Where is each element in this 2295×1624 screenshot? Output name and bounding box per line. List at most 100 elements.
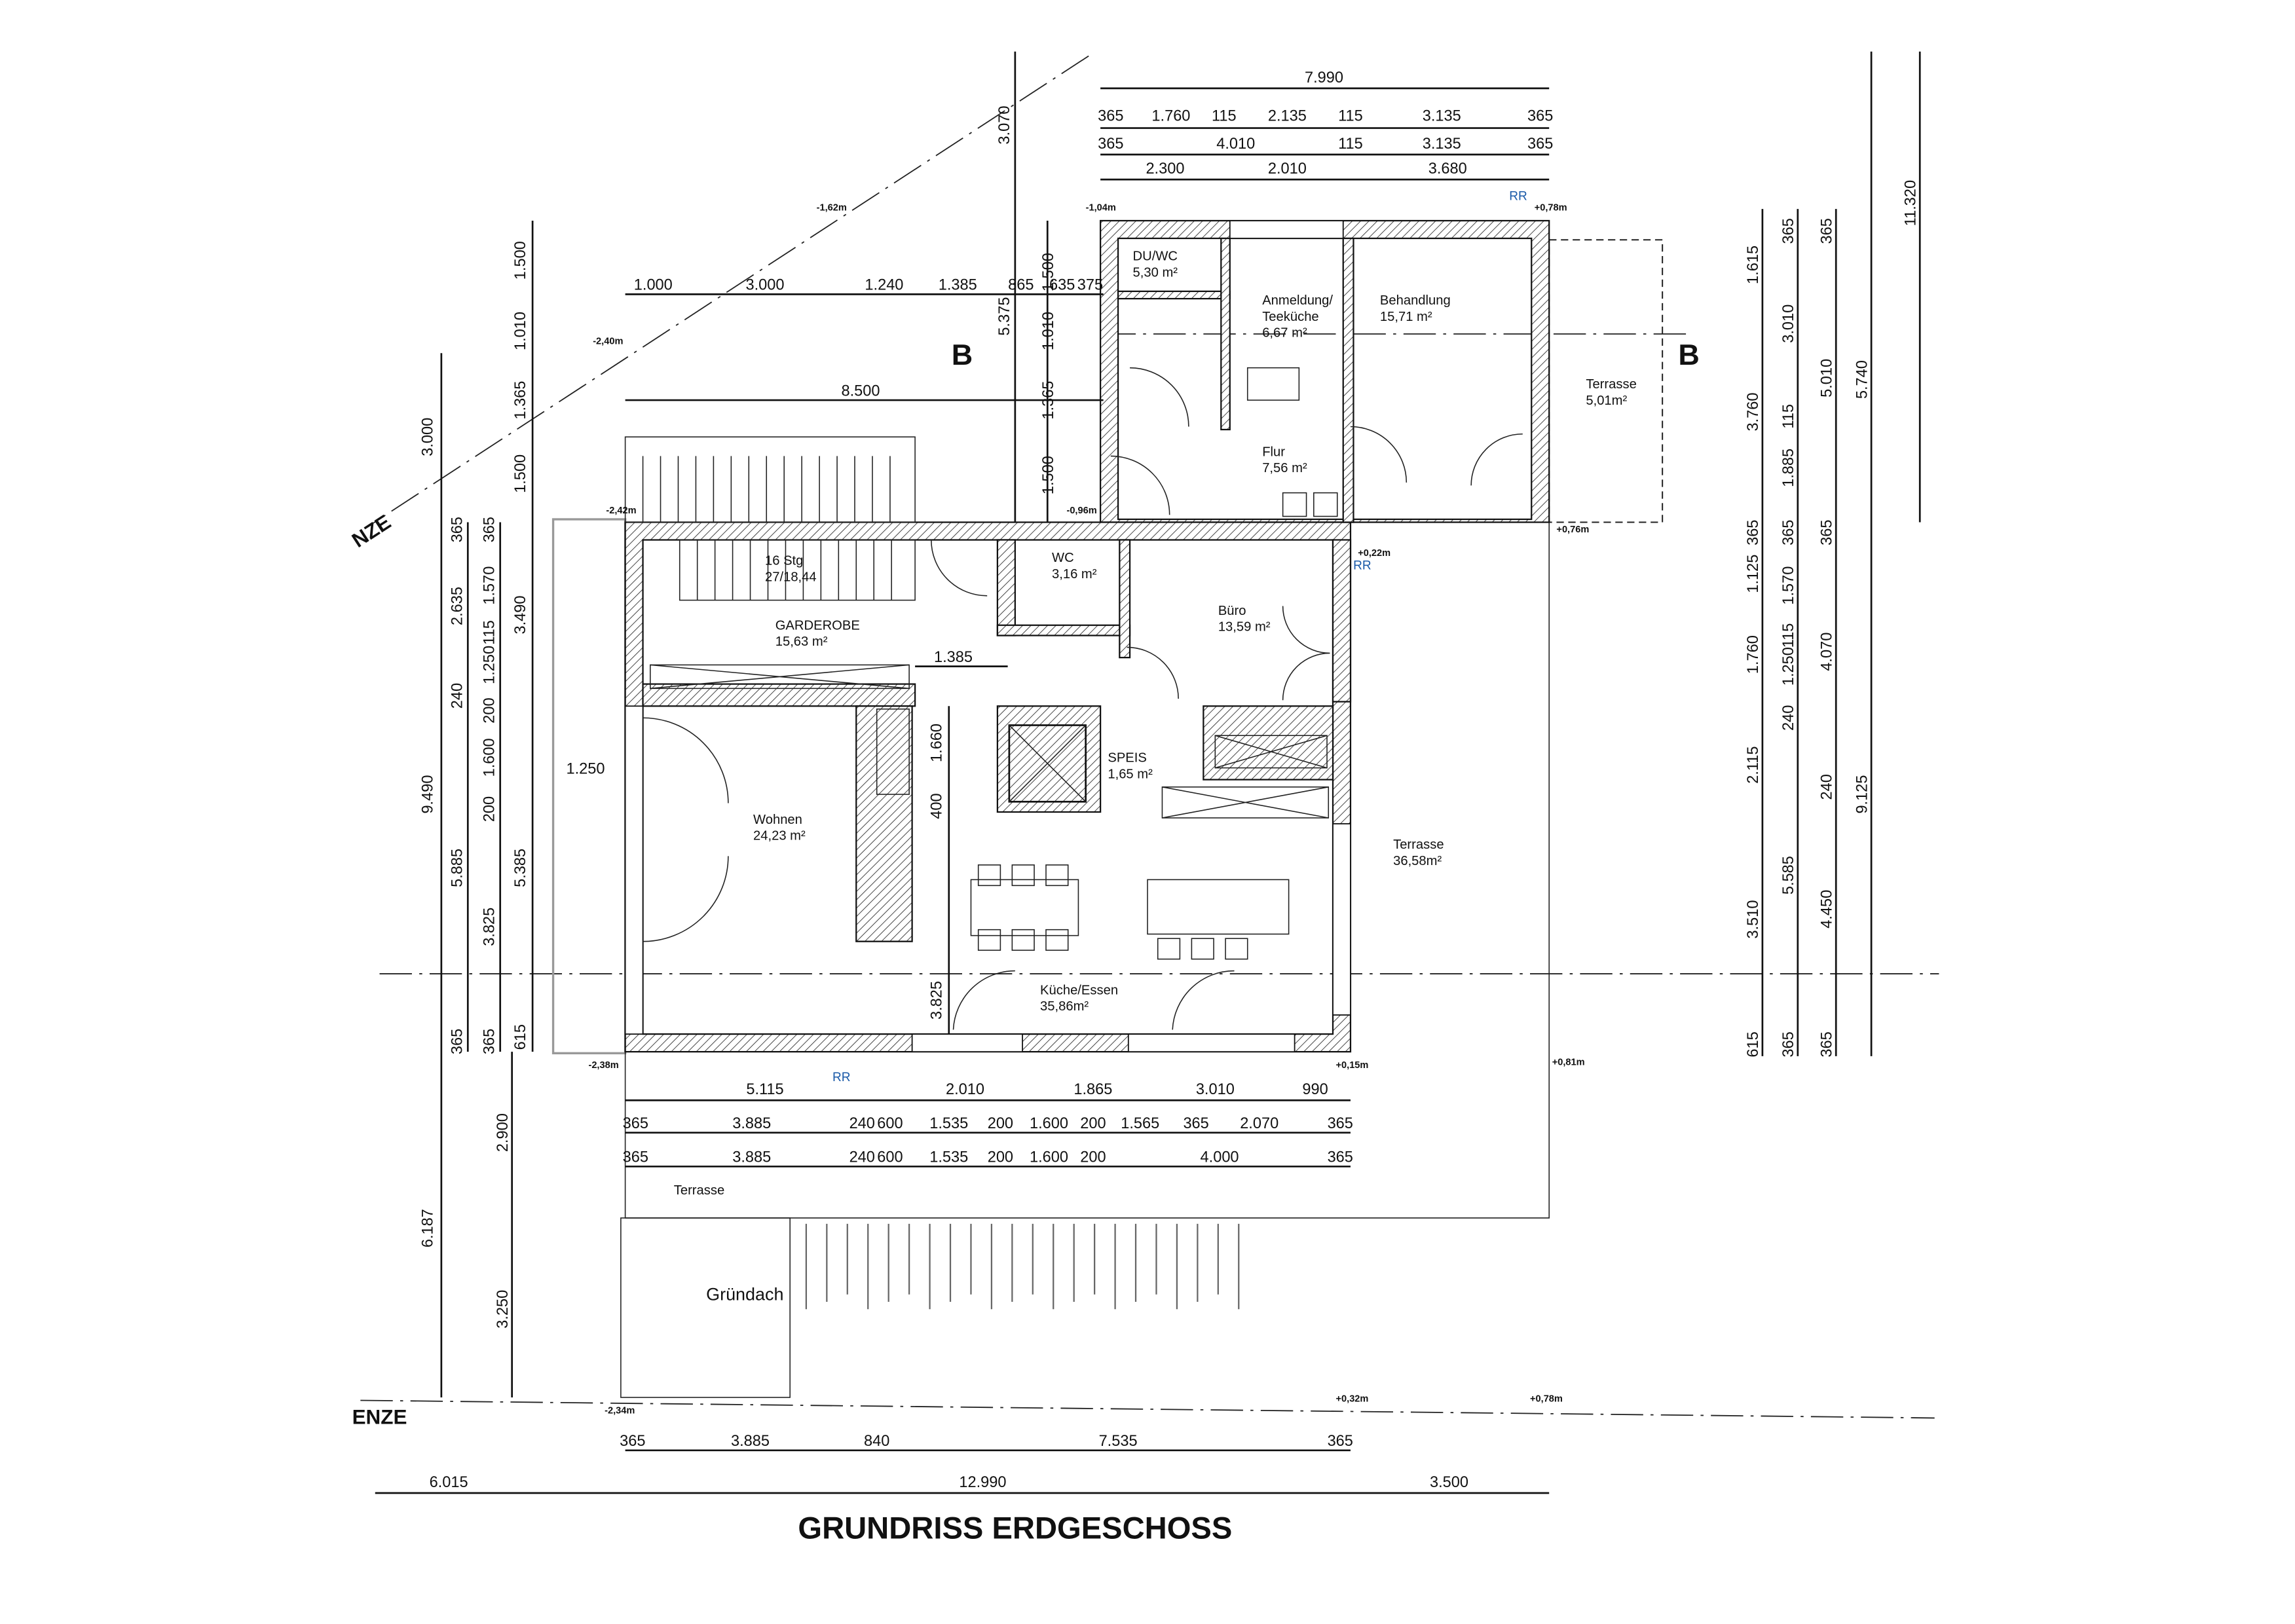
chair [1045,929,1069,951]
dimension-label: 5.585 [1780,856,1797,895]
dimension-label: 365 [623,1149,648,1166]
furniture [650,367,1338,960]
dimension-label: 1.250 [566,760,605,777]
dimension-label: 1.570 [481,566,498,605]
dimension-label: 1.250 [1780,647,1797,686]
dimension-label: 6.187 [419,1209,436,1247]
room-name: Terrasse [674,1183,724,1198]
rr-marker: RR [1353,559,1371,572]
dimension-label: 365 [1780,218,1797,244]
dimension-label: 1.250 [481,646,498,684]
dimension-label: 1.365 [1039,381,1056,420]
dimension-label: 1.615 [1744,246,1761,284]
dimension-label: 865 [1008,276,1034,293]
room-name: Behandlung [1380,293,1451,308]
section-marker-b: B [1678,338,1699,371]
dimension-label: 1.010 [512,312,529,350]
dimension-label: 2.010 [1268,160,1307,177]
room-name: Terrasse [1586,377,1636,392]
dimension-label: 5.740 [1853,360,1870,399]
dimension-label: 3.680 [1428,160,1467,177]
dimension-label: 365 [1328,1432,1353,1449]
dimension-label: 365 [1098,135,1123,152]
dimension-label: 1.600 [481,738,498,777]
dimension-label: 240 [1818,774,1835,800]
level-marker: +0,22m [1358,548,1390,559]
level-marker: -2,40m [593,337,623,347]
room-name: Küche/Essen [1040,984,1118,998]
dimension-label: 1.500 [512,241,529,280]
dimension-label: 3.510 [1744,900,1761,938]
room-name: GARDEROBE [775,618,860,633]
dimension-label: 1.365 [512,381,529,420]
dimension-label: 240 [849,1115,875,1132]
dimension-label: 3.000 [419,418,436,456]
dimension-label: 200 [481,796,498,822]
drawing-title: GRUNDRISS ERDGESCHOSS [798,1511,1232,1545]
dimension-label: 9.125 [1853,775,1870,814]
dimension-label: 200 [988,1149,1013,1166]
dimension-label: 9.490 [419,775,436,814]
room-area: 1,65 m² [1108,767,1153,781]
dimension-label: 3.500 [1430,1473,1468,1490]
dimension-label: 5.375 [996,297,1013,336]
room-area: 5,01m² [1586,394,1627,408]
dimension-label: 5.010 [1818,359,1835,397]
terraces [551,239,1664,1398]
dimension-label: 3.000 [745,276,784,293]
dimension-label: 365 [620,1432,645,1449]
level-marker: -2,34m [605,1406,635,1416]
dimension-label: 365 [1183,1115,1208,1132]
dimension-label: 2.635 [448,587,465,625]
dimension-label: 365 [448,517,465,542]
dimension-label: 200 [481,697,498,723]
dimension-label: 365 [1744,520,1761,545]
dimension-label: 115 [1338,107,1363,124]
dimension-label: 5.385 [512,849,529,887]
dimension-label: 3.135 [1423,135,1461,152]
level-marker: +0,15m [1336,1060,1369,1071]
dimension-label: 615 [512,1024,529,1050]
property-boundary [360,55,1935,1419]
dimension-label: 200 [1080,1149,1106,1166]
dimension-label: 3.885 [732,1149,771,1166]
dimension-label: 2.115 [1744,746,1761,783]
dimension-label: 365 [1328,1149,1353,1166]
dimension-label: 365 [1818,218,1835,244]
dimension-label: 1.500 [1039,456,1056,494]
dimension-label: 400 [928,793,945,819]
room-name: Wohnen [753,813,802,827]
dimension-label: 200 [988,1115,1013,1132]
dimension-label: 240 [849,1149,875,1166]
dimension-label: 990 [1302,1080,1328,1098]
dimension-label: 2.010 [946,1080,984,1098]
dimension-label: 365 [1527,135,1553,152]
rr-marker: RR [1509,190,1527,204]
dimension-label: 1.500 [512,454,529,493]
dimension-label: 1.240 [865,276,903,293]
room-name: SPEIS [1108,751,1147,766]
dimension-label: 7.990 [1305,69,1343,86]
dimension-label: 1.600 [1030,1149,1068,1166]
dimension-label: 365 [481,1029,498,1054]
axis-lines [379,333,1939,974]
room-area: 15,63 m² [775,635,828,649]
dimension-label: 840 [864,1432,889,1449]
room-area: 7,56 m² [1262,461,1307,475]
dimension-label: 1.000 [634,276,673,293]
dimension-label: 115 [1780,623,1797,648]
dimension-label: 1.535 [929,1149,968,1166]
dimension-label: 200 [1080,1115,1106,1132]
room-name: 16 Stg [765,554,803,568]
dimension-label: 115 [481,620,498,645]
room-name: Terrasse [1393,838,1444,852]
dimension-label: 1.660 [928,724,945,762]
dimension-label: 365 [1780,520,1797,545]
dimension-label: 3.250 [494,1290,511,1329]
dimension-label: 2.135 [1268,107,1307,124]
dimension-label: 1.865 [1073,1080,1112,1098]
dimension-label: 6.015 [430,1473,468,1490]
dimension-label: 240 [1780,705,1797,731]
chair [1011,864,1035,887]
chair [1157,938,1181,960]
